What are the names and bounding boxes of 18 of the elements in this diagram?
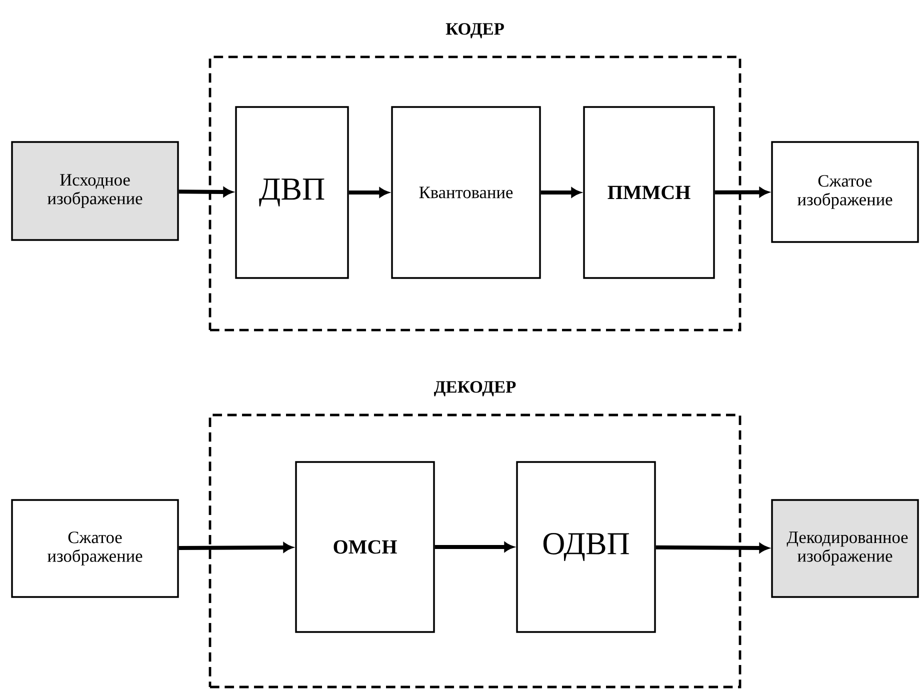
arrow (714, 187, 769, 197)
process-box: ДВП (235, 106, 349, 279)
process-box: Квантование (391, 106, 541, 279)
arrow (178, 542, 293, 552)
process-box: ПММСН (583, 106, 715, 279)
process-box: Исходное изображение (11, 141, 179, 241)
arrow (348, 188, 389, 198)
process-box: Сжатое изображение (11, 499, 179, 598)
group-title: ДЕКОДЕР (434, 381, 516, 396)
arrow (540, 188, 581, 198)
process-box: ОДВП (516, 461, 656, 633)
arrow (178, 187, 233, 197)
process-box: Сжатое изображение (771, 141, 919, 243)
process-box: Декодированное изображение (771, 499, 919, 598)
arrow (656, 543, 769, 553)
arrow (434, 542, 514, 552)
process-box: ОМСН (295, 461, 435, 633)
group-title: КОДЕР (446, 23, 504, 38)
